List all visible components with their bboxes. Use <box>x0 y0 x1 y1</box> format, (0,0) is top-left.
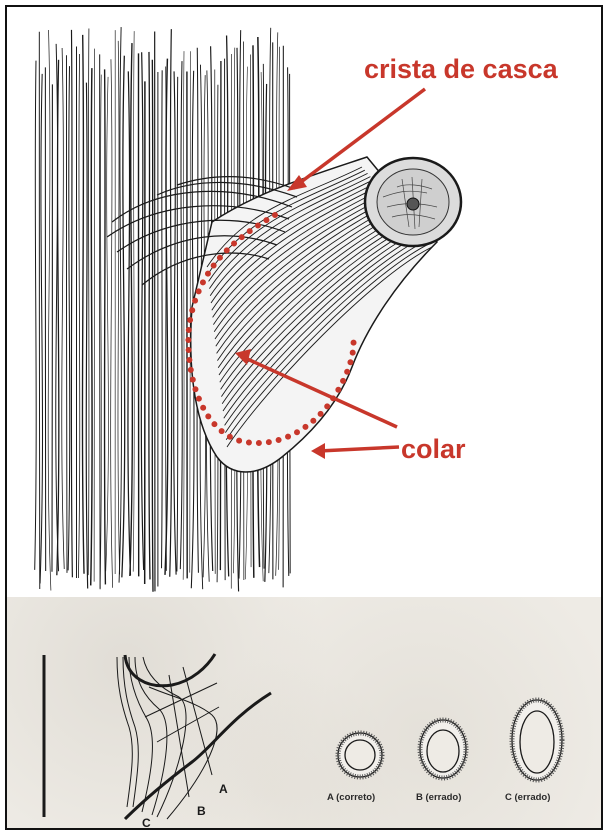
bark-ridge-label: crista de casca <box>364 54 559 84</box>
wound-shape-b <box>420 720 466 778</box>
branch-cut-end <box>365 158 461 246</box>
tree-illustration: crista de casca colar <box>7 7 601 597</box>
pruning-diagram: A B C A (correto) B (errado) <box>7 597 601 828</box>
collar-arrow-outer <box>319 447 399 451</box>
wound-caption-c: C (errado) <box>505 792 550 803</box>
cut-position-diagram <box>117 654 271 819</box>
pruning-diagram-panel: A B C A (correto) B (errado) <box>7 597 601 828</box>
cut-letter-c: C <box>142 816 151 828</box>
collar-arrow-outer-head <box>311 443 325 459</box>
cut-letter-a: A <box>219 782 228 796</box>
cut-letter-b: B <box>197 804 206 818</box>
collar-label: colar <box>401 434 466 464</box>
tree-illustration-panel: crista de casca colar <box>7 7 601 597</box>
wound-caption-b: B (errado) <box>416 792 461 803</box>
wound-shape-a <box>338 733 382 777</box>
wound-shape-c <box>512 700 562 780</box>
wound-caption-a: A (correto) <box>327 792 375 803</box>
figure-frame: crista de casca colar A <box>5 5 603 830</box>
